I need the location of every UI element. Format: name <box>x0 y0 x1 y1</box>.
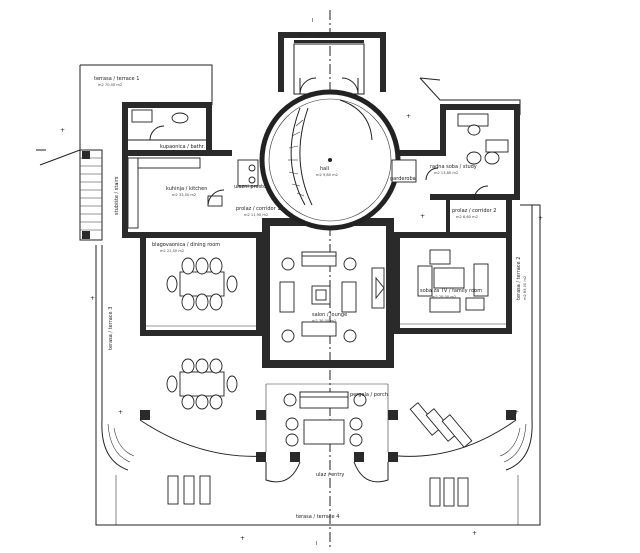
label-kitchen: kuhinja / kitchen <box>166 186 207 192</box>
kitchen-fixtures <box>127 157 259 229</box>
svg-text:+: + <box>420 213 425 220</box>
label-tv-room: soba za TV / family room <box>420 288 482 294</box>
svg-text:+: + <box>90 295 95 302</box>
label-pergola: pergola / porch <box>350 392 388 398</box>
pergola-furniture <box>283 391 367 447</box>
site-outline <box>79 64 541 526</box>
sun-loungers-left <box>167 475 211 505</box>
label-terrace-2: terasa / terrace 2 <box>516 257 522 300</box>
label-corridor-1: prolaz / corridor 1 <box>236 206 280 212</box>
label-terrace-3: terasa / terrace 3 <box>108 307 114 350</box>
wardrobe-unit <box>391 159 417 183</box>
area-hall: m2 9,80 m2 <box>316 173 338 177</box>
label-stairs: stubište / stairs <box>113 176 120 215</box>
area-lounge: m2 38,00 m2 <box>312 319 336 323</box>
curved-steps <box>101 419 533 483</box>
area-corridor-2: m2 6,60 m2 <box>456 215 478 219</box>
section-marker-bottom: I <box>316 541 317 547</box>
svg-text:+: + <box>472 530 477 537</box>
lounge-furniture <box>279 251 385 343</box>
section-marker-top: I <box>312 18 313 24</box>
label-dining: blagovaonica / dining room <box>152 242 220 248</box>
study-furniture <box>457 113 509 165</box>
label-bathroom: kupaonica / bathr. <box>160 144 205 150</box>
label-terrace-4: terasa / terrace 4 <box>296 514 339 520</box>
outdoor-dining-table <box>166 358 238 410</box>
label-entry: ulaz / entry <box>316 472 344 478</box>
label-hall: hall <box>320 166 329 172</box>
level-markers: + + + + + + + + + <box>60 113 543 542</box>
north-doors <box>293 43 365 95</box>
label-corridor-2: prolaz / corridor 2 <box>452 208 496 214</box>
svg-text:+: + <box>538 215 543 222</box>
area-kitchen: m2 33,50 m2 <box>172 193 196 197</box>
dining-table-inside <box>166 257 238 311</box>
area-terrace-2: m2 85,00 m2 <box>523 276 527 300</box>
area-tv-room: m2 28,00 m2 <box>432 295 456 299</box>
svg-text:+: + <box>240 535 245 542</box>
sun-loungers-right <box>409 402 473 507</box>
exterior-stair-left <box>36 149 103 241</box>
label-entrance-hall: ulazni prostor <box>234 184 269 190</box>
area-dining: m2 22,50 m2 <box>160 249 184 253</box>
label-terrace-1: terrasa / terrace 1 <box>94 76 139 82</box>
area-corridor-1: m2 11,90 m2 <box>244 213 268 217</box>
label-porch: trijem / porch <box>298 32 332 38</box>
svg-text:+: + <box>406 113 411 120</box>
area-terrace-1: m2 70,00 m2 <box>98 83 122 87</box>
svg-text:+: + <box>514 409 519 416</box>
area-study: m2 13,80 m2 <box>434 171 458 175</box>
label-lounge: salon / lounge <box>312 312 347 318</box>
label-study: radna soba / study <box>430 164 477 170</box>
family-room-furniture <box>417 249 489 313</box>
svg-text:+: + <box>60 127 65 134</box>
round-hall <box>259 89 401 231</box>
svg-text:+: + <box>118 409 123 416</box>
bathroom-fixtures <box>128 109 206 141</box>
label-wardrobe: garderoba <box>390 176 416 182</box>
